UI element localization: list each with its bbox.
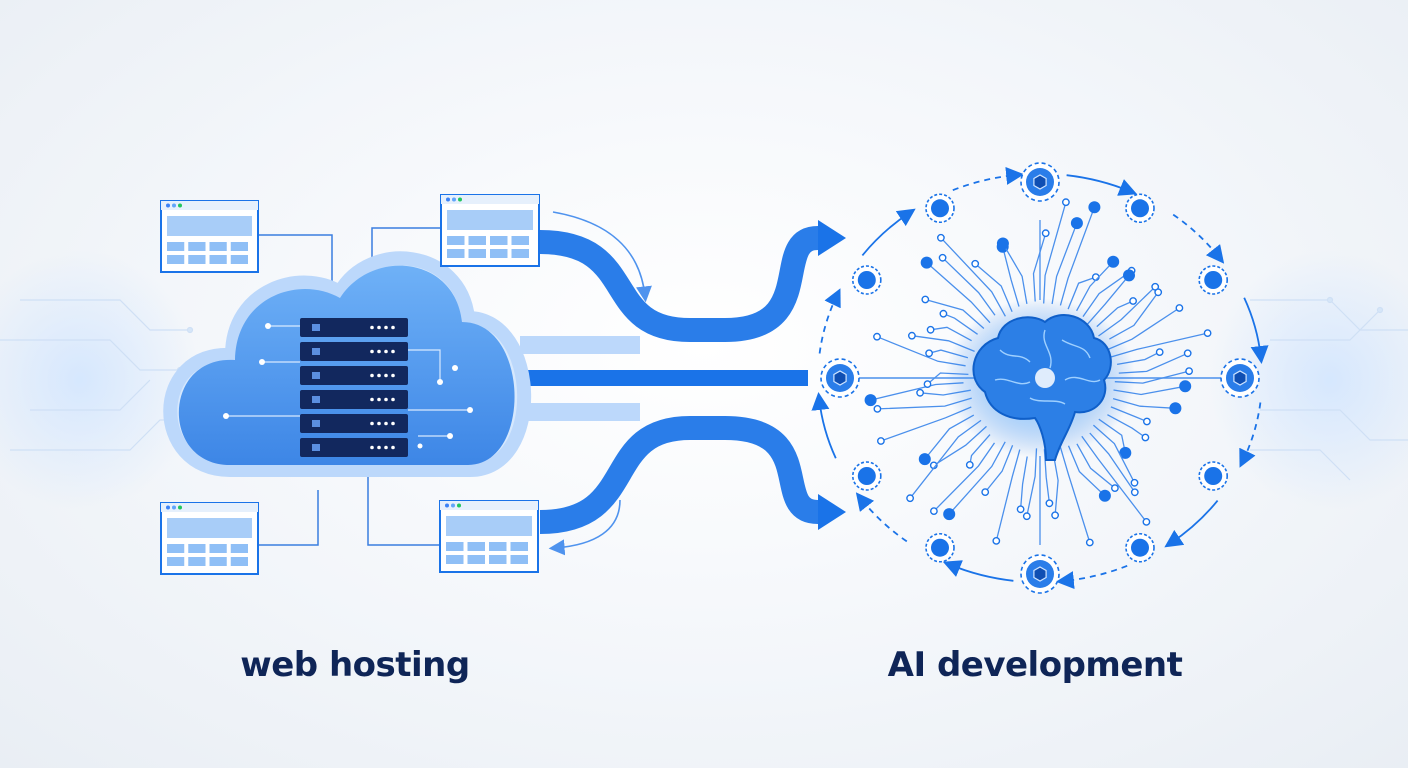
flow-band-bottom bbox=[539, 416, 820, 534]
server-unit bbox=[300, 414, 408, 433]
flow-arrowhead-bottom bbox=[818, 494, 846, 530]
background-circuitry bbox=[0, 250, 1408, 510]
flow-arrowhead-top bbox=[818, 220, 846, 256]
server-unit bbox=[300, 318, 408, 337]
outer-ring-nodes bbox=[820, 162, 1260, 594]
cloud-icon bbox=[163, 251, 532, 477]
flow-band-top bbox=[539, 226, 820, 342]
browser-window-icon bbox=[160, 502, 259, 575]
browser-window-icon bbox=[439, 500, 539, 573]
server-unit bbox=[300, 342, 408, 361]
circuit-node-icon bbox=[851, 265, 882, 295]
circuit-node-icon bbox=[925, 193, 955, 224]
circuit-node-icon bbox=[1125, 193, 1155, 224]
server-unit bbox=[300, 390, 408, 409]
server-rack-icon bbox=[300, 318, 408, 457]
circuit-node-icon bbox=[1198, 461, 1229, 491]
circuit-node-icon bbox=[851, 461, 882, 491]
circuit-node-icon bbox=[925, 532, 955, 563]
browser-windows bbox=[160, 194, 540, 575]
ring-arrows bbox=[811, 166, 1269, 590]
hexagon-node-icon bbox=[820, 358, 860, 398]
flow-bands bbox=[520, 226, 820, 534]
browser-window-icon bbox=[160, 200, 259, 273]
circuit-node-icon bbox=[1198, 265, 1229, 295]
curved-arrow-bottom bbox=[548, 499, 621, 556]
brain-icon bbox=[945, 298, 1135, 461]
ai-development-label: AI development bbox=[887, 645, 1183, 685]
web-hosting-label: web hosting bbox=[240, 645, 470, 685]
hexagon-node-icon bbox=[1020, 162, 1060, 202]
curved-arrow-top bbox=[552, 211, 652, 303]
server-unit bbox=[300, 366, 408, 385]
browser-window-icon bbox=[440, 194, 540, 267]
circuit-node-icon bbox=[1125, 532, 1155, 563]
hexagon-node-icon bbox=[1020, 554, 1060, 594]
hexagon-node-icon bbox=[1220, 358, 1260, 398]
server-unit bbox=[300, 438, 408, 457]
